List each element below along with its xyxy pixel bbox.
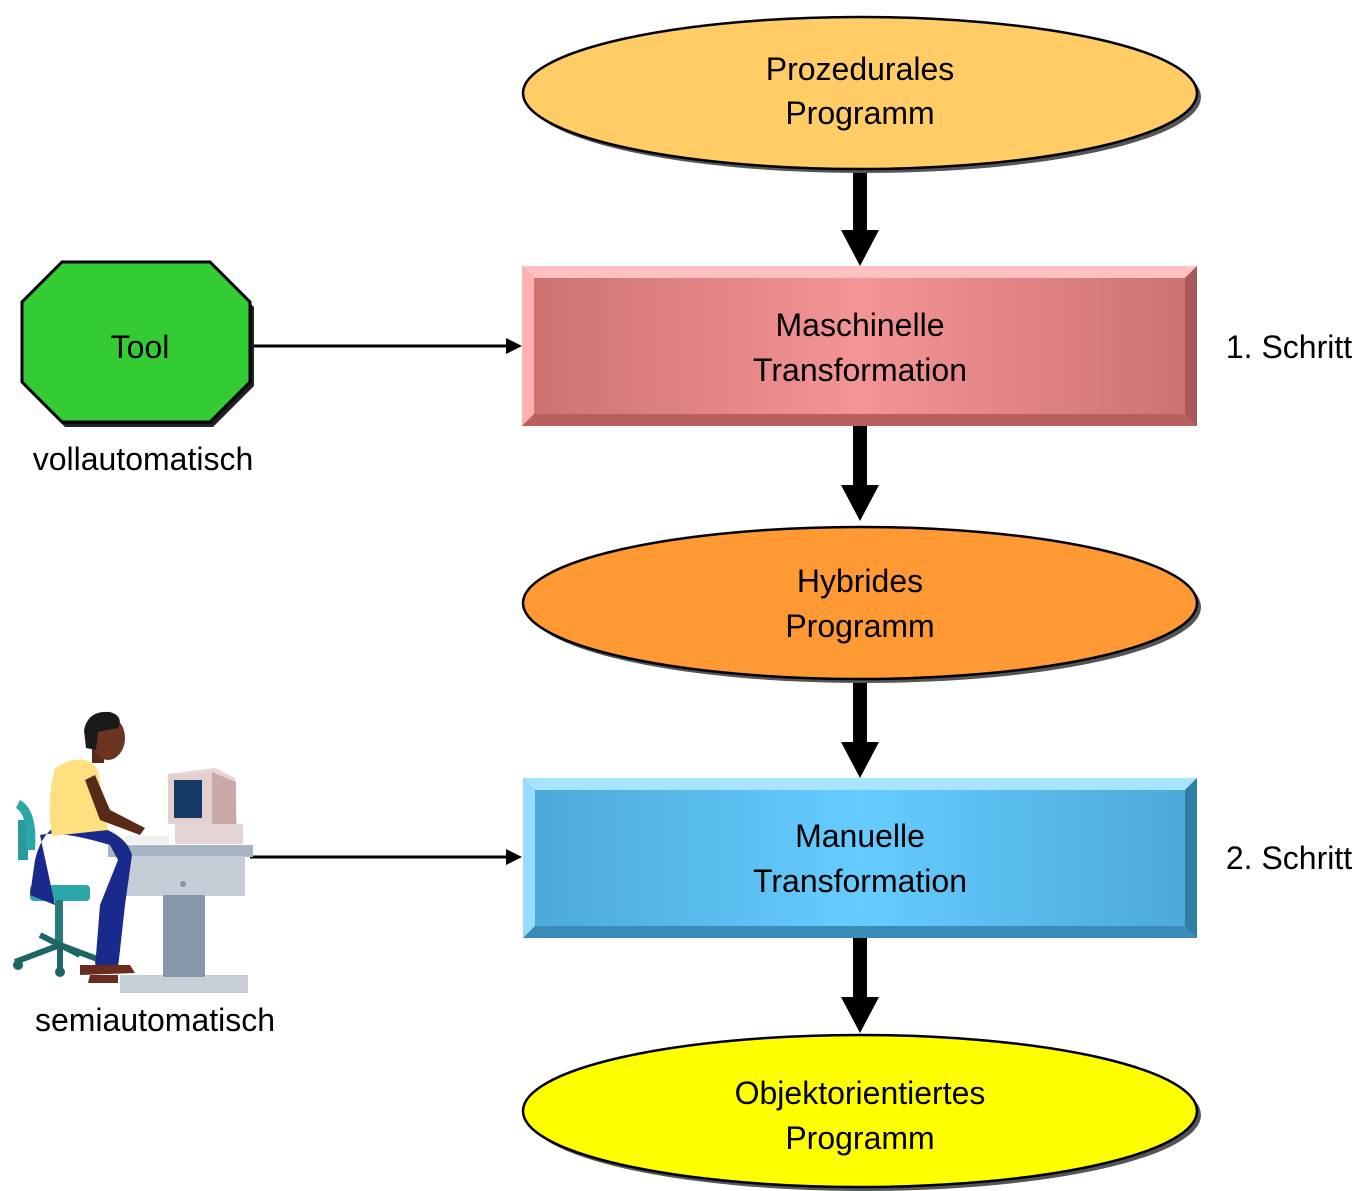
node-hybrid-label-2: Programm (785, 608, 934, 644)
node-prozedural-label-1: Prozedurales (766, 51, 955, 87)
node-oo-label-2: Programm (785, 1120, 934, 1156)
node-manuelle-transformation: Manuelle Transformation (523, 778, 1197, 938)
arrow-maschinell-to-hybrid (841, 425, 879, 521)
tool-caption: vollautomatisch (33, 441, 254, 477)
tool-label: Tool (111, 329, 170, 365)
node-prozedurales-programm: Prozedurales Programm (521, 15, 1201, 173)
node-manuell-label-1: Manuelle (795, 818, 925, 854)
arrow-manuell-to-oo (841, 937, 879, 1033)
node-maschinell-label-2: Transformation (753, 352, 967, 388)
arrow-hybrid-to-manuell (841, 682, 879, 778)
tool-octagon: Tool (20, 260, 254, 427)
step-1-label: 1. Schritt (1226, 329, 1352, 365)
node-maschinelle-transformation: Maschinelle Transformation (522, 266, 1197, 426)
node-maschinell-label-1: Maschinelle (776, 307, 945, 343)
arrow-human-to-manuell (250, 849, 522, 865)
node-manuell-label-2: Transformation (753, 863, 967, 899)
person-at-computer-icon (13, 711, 253, 993)
node-oo-label-1: Objektorientiertes (735, 1075, 986, 1111)
node-hybrid-label-1: Hybrides (797, 563, 923, 599)
node-objektorientiertes-programm: Objektorientiertes Programm (521, 1033, 1201, 1191)
arrow-tool-to-maschinell (254, 338, 522, 354)
node-hybrides-programm: Hybrides Programm (521, 525, 1201, 683)
node-prozedural-label-2: Programm (785, 95, 934, 131)
step-2-label: 2. Schritt (1226, 840, 1352, 876)
arrow-prozedural-to-maschinell (841, 170, 879, 266)
flow-arrows (841, 170, 879, 1033)
human-caption: semiautomatisch (35, 1002, 275, 1038)
